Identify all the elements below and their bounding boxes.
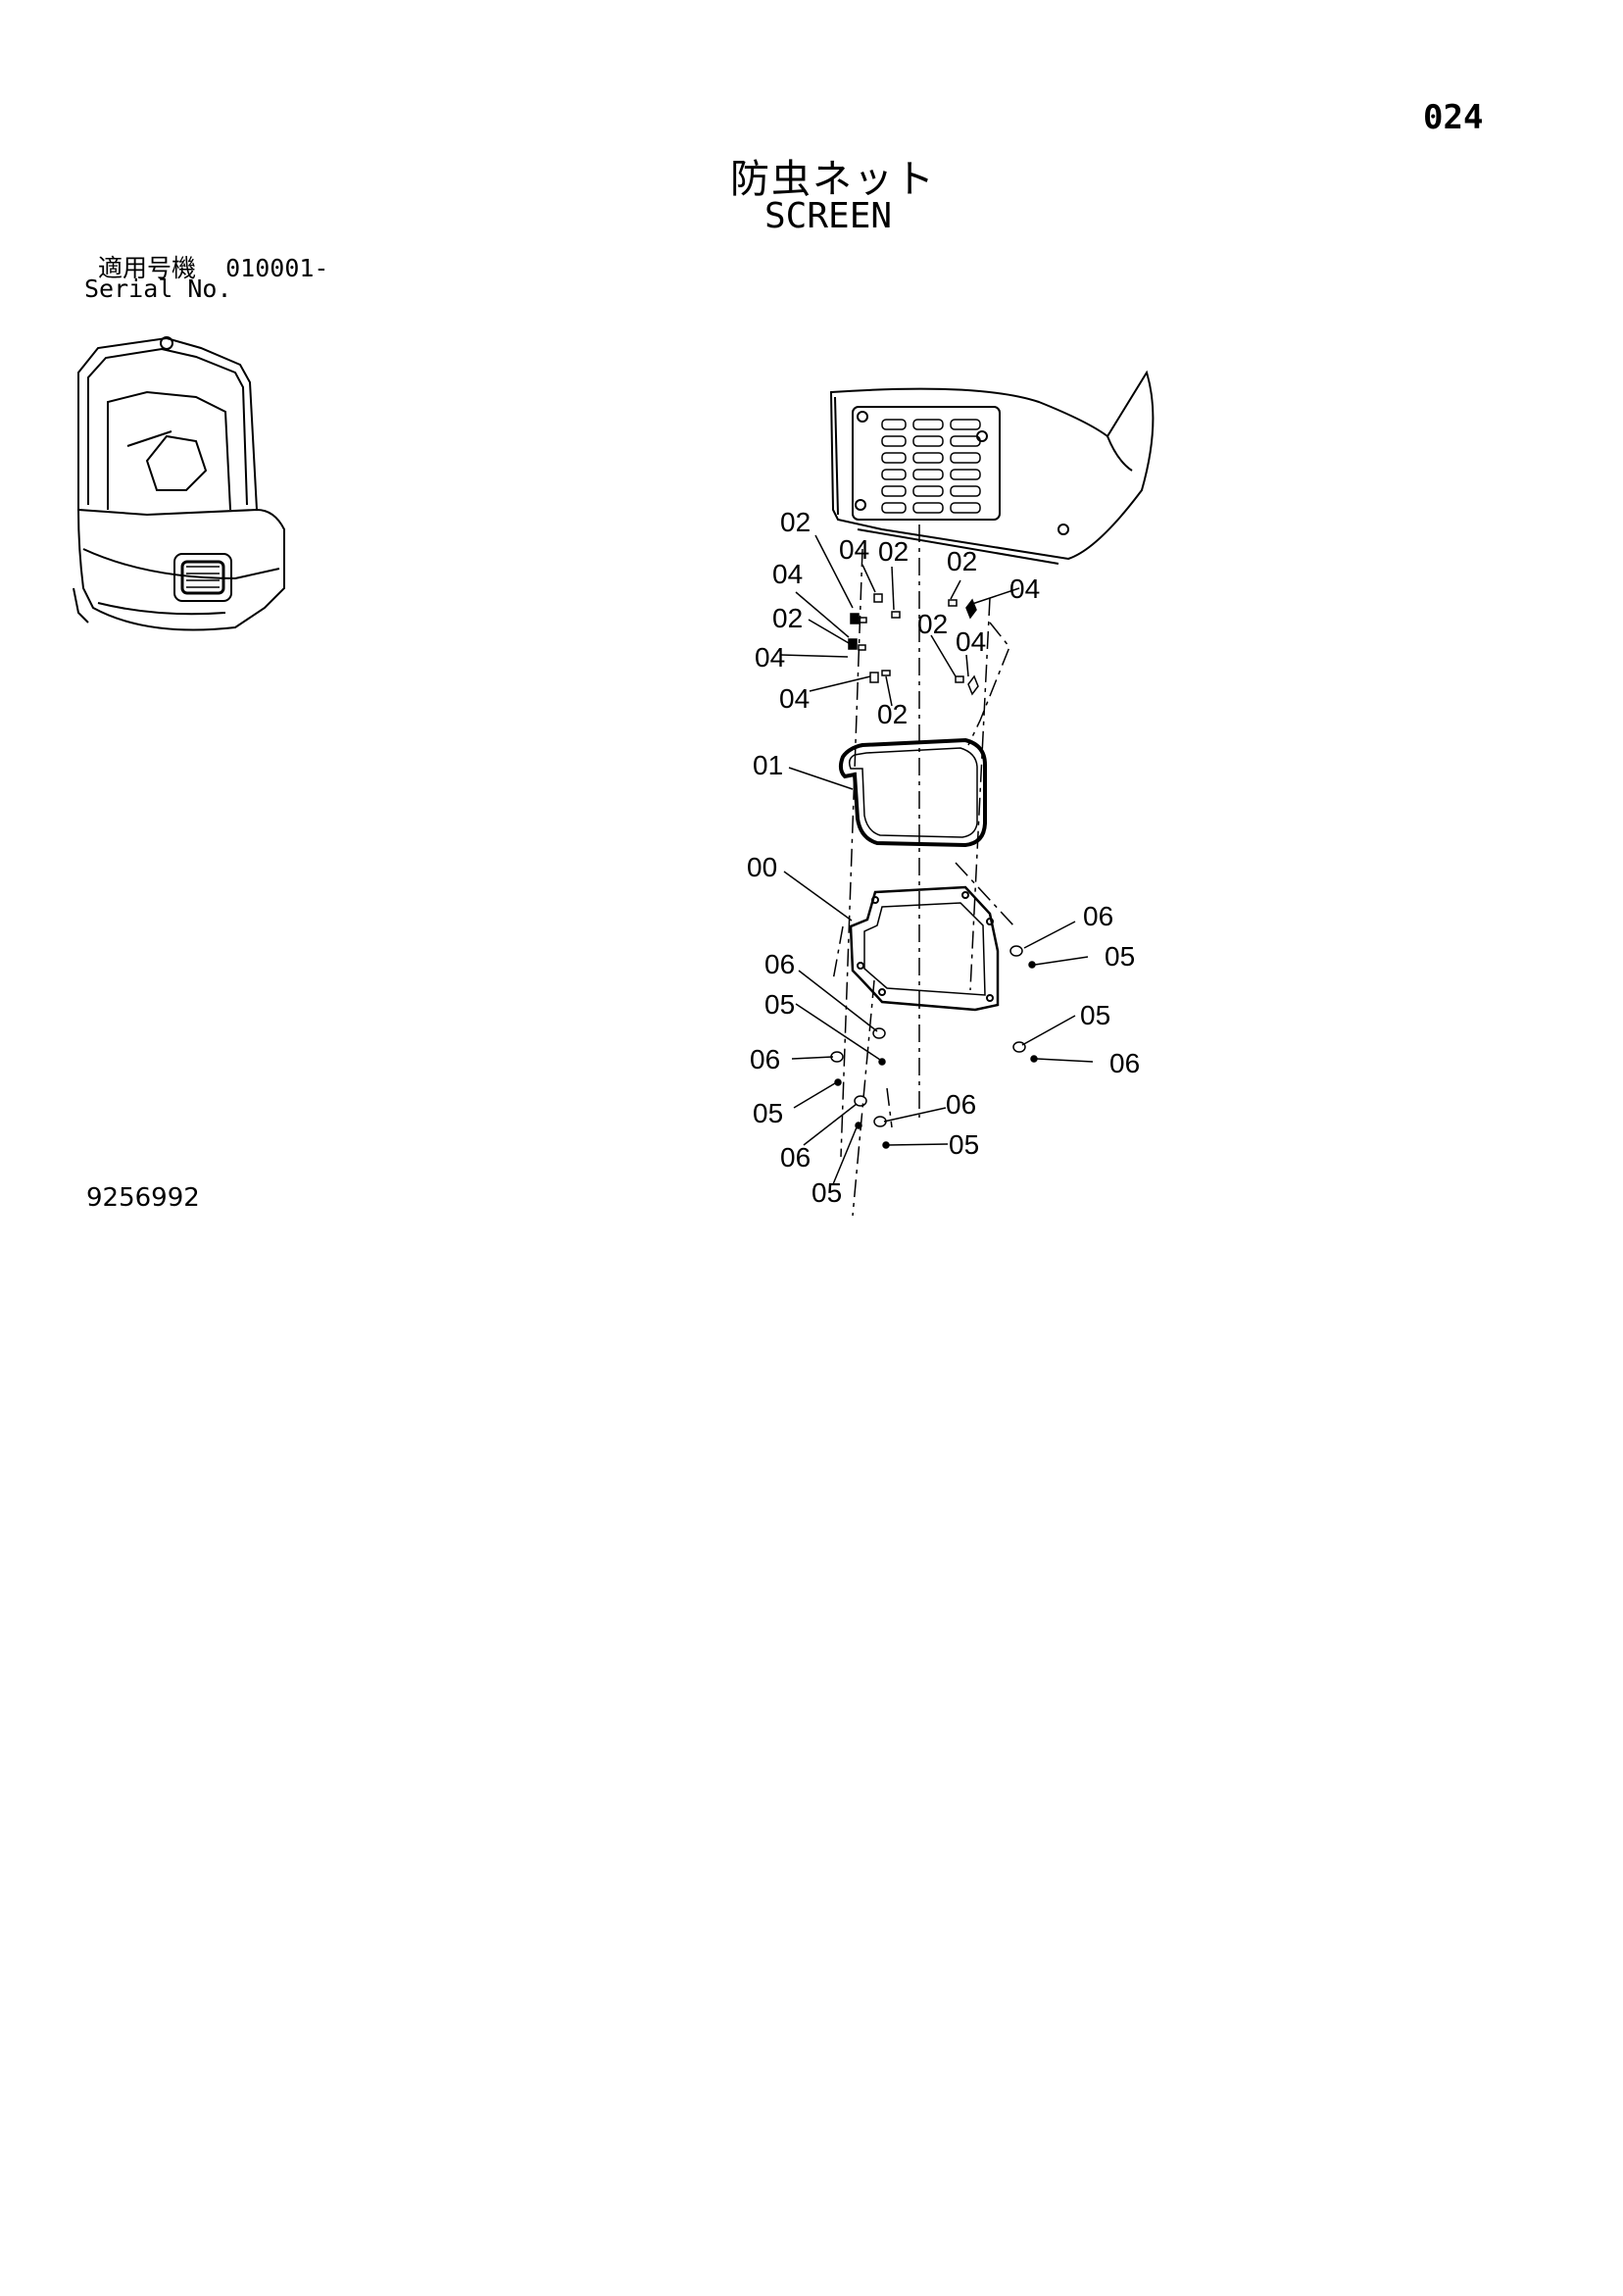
callout-label: 05 bbox=[753, 1098, 783, 1128]
small-clip-parts bbox=[848, 593, 979, 696]
leader-lines bbox=[780, 534, 1094, 1185]
washers-and-screws bbox=[830, 945, 1038, 1149]
callout-label: 04 bbox=[755, 642, 785, 673]
cover-panel bbox=[829, 370, 1155, 565]
callout-label: 06 bbox=[750, 1044, 780, 1074]
serial-label-english: Serial No. bbox=[84, 275, 232, 303]
callout-label: 02 bbox=[877, 699, 908, 729]
callout-label: 04 bbox=[956, 626, 986, 657]
callout-label: 05 bbox=[949, 1129, 979, 1160]
serial-number-value: 010001- bbox=[225, 254, 329, 282]
callout-labels: 02 04 02 02 04 04 02 02 04 04 04 02 01 0… bbox=[747, 507, 1140, 1208]
callout-label: 05 bbox=[764, 989, 795, 1020]
callout-label: 04 bbox=[779, 683, 810, 714]
serial-number-line: 適用号機 010001- bbox=[98, 249, 328, 284]
callout-label: 02 bbox=[947, 546, 977, 576]
callout-label: 06 bbox=[764, 949, 795, 979]
cover-grille-slots bbox=[881, 419, 981, 514]
callout-label: 05 bbox=[1080, 1000, 1110, 1030]
title-japanese: 防虫ネット bbox=[730, 157, 936, 202]
callout-label: 05 bbox=[1105, 941, 1135, 972]
screen-net-part-01 bbox=[838, 737, 987, 848]
callout-label: 02 bbox=[772, 603, 803, 633]
callout-label: 00 bbox=[747, 852, 777, 882]
callout-label: 01 bbox=[753, 750, 783, 780]
callout-label: 02 bbox=[878, 536, 909, 567]
callout-label: 04 bbox=[839, 534, 869, 565]
serial-label-japanese: 適用号機 bbox=[98, 254, 197, 282]
callout-label: 04 bbox=[1009, 574, 1040, 604]
machine-overview-illustration bbox=[73, 336, 285, 631]
document-number: 9256992 bbox=[86, 1183, 200, 1213]
callout-label: 02 bbox=[780, 507, 811, 537]
callout-label: 04 bbox=[772, 559, 803, 589]
callout-label: 02 bbox=[917, 609, 948, 639]
bracket-frame-part-00 bbox=[849, 885, 1000, 1012]
page-number: 024 bbox=[1423, 98, 1484, 137]
callout-label: 06 bbox=[946, 1089, 976, 1120]
callout-label: 05 bbox=[812, 1177, 842, 1208]
callout-label: 06 bbox=[1109, 1048, 1140, 1078]
callout-label: 06 bbox=[1083, 901, 1113, 931]
title-english: SCREEN bbox=[764, 196, 893, 236]
callout-label: 06 bbox=[780, 1142, 811, 1173]
